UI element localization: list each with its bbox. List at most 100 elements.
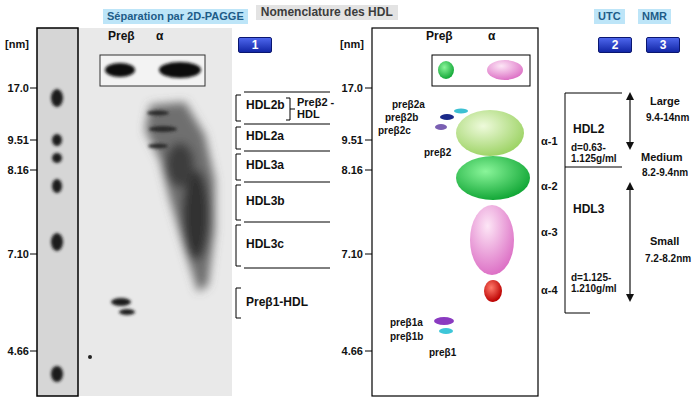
density-range: d=1.125- 1.210g/ml — [571, 272, 627, 294]
gel-streaks — [147, 111, 177, 149]
bracket — [236, 185, 241, 220]
streak — [147, 111, 169, 116]
lane-label: Preβ — [426, 30, 453, 43]
tick — [365, 254, 372, 255]
ruler-ticks — [365, 88, 372, 351]
bracket — [236, 288, 241, 318]
class-label: HDL3 — [573, 203, 604, 216]
size-mark: 17.0 — [342, 82, 363, 94]
tick — [365, 170, 372, 171]
size-mark: 9.51 — [342, 134, 363, 146]
separator-line — [244, 222, 330, 223]
bracket — [236, 127, 241, 149]
size-range: 9.4-14nm — [646, 112, 689, 123]
gel-brackets — [236, 92, 330, 318]
gel-spot — [119, 309, 135, 315]
separator-line — [244, 151, 330, 152]
size-mark: 7.10 — [8, 248, 29, 260]
particle — [438, 61, 454, 79]
size-range: 8.2-9.4nm — [642, 167, 688, 178]
size-mark: 4.66 — [8, 345, 29, 357]
particle — [487, 60, 523, 80]
fraction-label: HDL3b — [246, 195, 285, 208]
gel-smear — [145, 102, 215, 292]
particle — [484, 280, 502, 302]
fraction-label: HDL3a — [246, 159, 284, 172]
lane-label: α — [488, 30, 495, 43]
bracket — [236, 154, 241, 180]
tick — [30, 88, 37, 89]
fraction-label: Preβ2 -HDL — [297, 96, 337, 120]
particle-label: preβ2a — [392, 99, 425, 110]
section-header: Séparation par 2D-PAGGE — [103, 9, 248, 24]
separator-line — [244, 92, 330, 93]
particle-label: α-3 — [541, 226, 558, 238]
separator-line — [244, 124, 330, 125]
inset-spots — [105, 62, 201, 78]
tick — [30, 254, 37, 255]
particle — [440, 114, 454, 120]
marker-band — [52, 179, 62, 193]
marker-band — [51, 233, 63, 251]
gel-spot — [159, 62, 201, 78]
particle — [456, 110, 524, 156]
particle-label: α-1 — [541, 135, 558, 147]
particle-label: preβ1a — [390, 317, 423, 328]
size-mark: 4.66 — [342, 345, 363, 357]
figure-title: Nomenclature des HDL — [256, 5, 398, 20]
bracket — [236, 95, 241, 121]
fraction-label: HDL3c — [246, 238, 284, 251]
particle — [434, 317, 454, 325]
tick — [365, 351, 372, 352]
tick — [365, 88, 372, 89]
gel-inset — [100, 55, 205, 86]
streak — [149, 126, 177, 132]
bracket-line — [565, 93, 622, 94]
separator-line — [244, 182, 330, 183]
size-mark: 8.16 — [342, 164, 363, 176]
lane-label: Preβ — [108, 30, 135, 43]
range-arrow — [629, 96, 630, 146]
class-label: HDL2 — [573, 123, 604, 136]
particle-label: preβ2c — [378, 125, 411, 136]
size-mark: 7.10 — [342, 248, 363, 260]
bracket — [236, 225, 241, 266]
callout-number: 3 — [646, 37, 680, 53]
smear — [145, 102, 215, 292]
particle-label: α-2 — [541, 180, 558, 192]
header-text: NMR — [642, 10, 667, 23]
separator-line — [244, 268, 330, 269]
header-text: UTC — [598, 10, 621, 23]
fraction-label: HDL2b — [246, 99, 285, 112]
axis-unit: [nm] — [340, 38, 364, 50]
marker-band — [51, 89, 63, 107]
fraction-label: HDL2a — [246, 130, 284, 143]
method-header: UTC — [594, 9, 625, 24]
size-class: Medium — [641, 151, 683, 163]
tick — [30, 351, 37, 352]
size-range: 7.2-8.2nm — [645, 253, 691, 264]
ruler-ticks — [30, 88, 37, 351]
size-mark: 9.51 — [8, 134, 29, 146]
particle — [456, 156, 530, 200]
gel-dot — [88, 355, 92, 359]
bracket — [286, 98, 295, 120]
gel-spot — [105, 63, 135, 77]
method-header: NMR — [638, 9, 671, 24]
size-class: Small — [650, 235, 679, 247]
schematic-panel — [372, 28, 538, 396]
schematic-inset — [432, 55, 530, 86]
particle — [470, 205, 514, 275]
marker-lane — [37, 28, 78, 396]
particle — [454, 109, 468, 114]
size-mark: 8.16 — [8, 164, 29, 176]
callout-number: 1 — [238, 37, 272, 53]
bracket-line — [565, 93, 566, 313]
callout-number: 2 — [598, 37, 632, 53]
particle — [439, 328, 453, 334]
marker-band — [51, 366, 63, 382]
callout-text: 2 — [612, 38, 619, 52]
fraction-label: Preβ1-HDL — [246, 296, 308, 309]
streak — [148, 144, 168, 149]
